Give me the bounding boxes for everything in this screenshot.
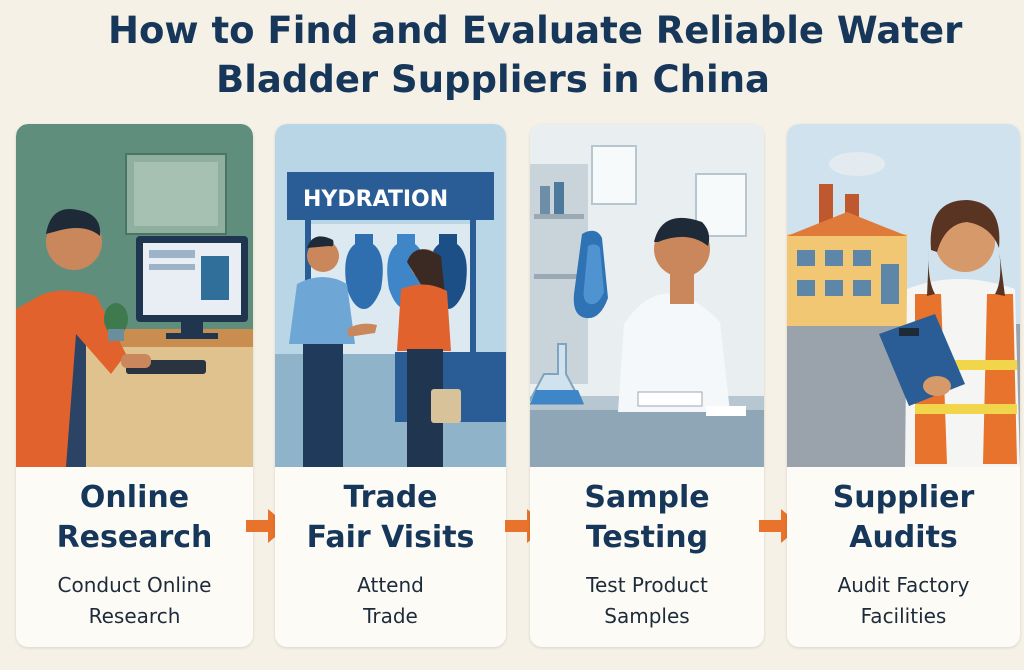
step-card-supplier-audits: Supplier Audits Audit Factory Facilities (787, 124, 1020, 647)
step-description-line: Facilities (860, 604, 947, 628)
step-card-online-research: Online Research Conduct Online Research (16, 124, 253, 647)
step-heading: Online Research (16, 478, 253, 558)
page-title: How to Find and Evaluate Reliable Water … (108, 6, 1008, 104)
step-heading-line: Online (79, 480, 190, 515)
step-card-trade-fair-visits: HYDRATION Trade Fair Visits Attend Trade (275, 124, 506, 647)
step-description-line: Attend (357, 573, 424, 597)
step-description-line: Conduct Online (57, 573, 212, 597)
step-heading-line: Sample (584, 480, 710, 515)
title-line-2: Bladder Suppliers in China (216, 58, 771, 101)
title-line-1: How to Find and Evaluate Reliable Water (108, 9, 963, 52)
step-description: Audit Factory Facilities (787, 570, 1020, 632)
step-description-line: Research (88, 604, 181, 628)
online-research-illustration (16, 124, 253, 467)
step-heading-line: Fair Visits (306, 520, 475, 555)
step-card-sample-testing: Sample Testing Test Product Samples (530, 124, 764, 647)
step-heading-line: Audits (849, 520, 958, 555)
step-description: Conduct Online Research (16, 570, 253, 632)
step-heading-line: Trade (343, 480, 438, 515)
step-description-line: Samples (604, 604, 690, 628)
step-heading-line: Supplier (832, 480, 975, 515)
step-heading-line: Testing (585, 520, 709, 555)
step-heading: Supplier Audits (787, 478, 1020, 558)
step-description-line: Test Product (586, 573, 708, 597)
step-description: Attend Trade (275, 570, 506, 632)
step-heading: Trade Fair Visits (275, 478, 506, 558)
sample-testing-illustration (530, 124, 764, 467)
step-description-line: Trade (363, 604, 418, 628)
step-heading-line: Research (56, 520, 213, 555)
step-description: Test Product Samples (530, 570, 764, 632)
step-description-line: Audit Factory (837, 573, 970, 597)
trade-fair-illustration: HYDRATION (275, 124, 506, 467)
supplier-audits-illustration (787, 124, 1020, 467)
step-heading: Sample Testing (530, 478, 764, 558)
booth-sign-text: HYDRATION (303, 187, 448, 212)
